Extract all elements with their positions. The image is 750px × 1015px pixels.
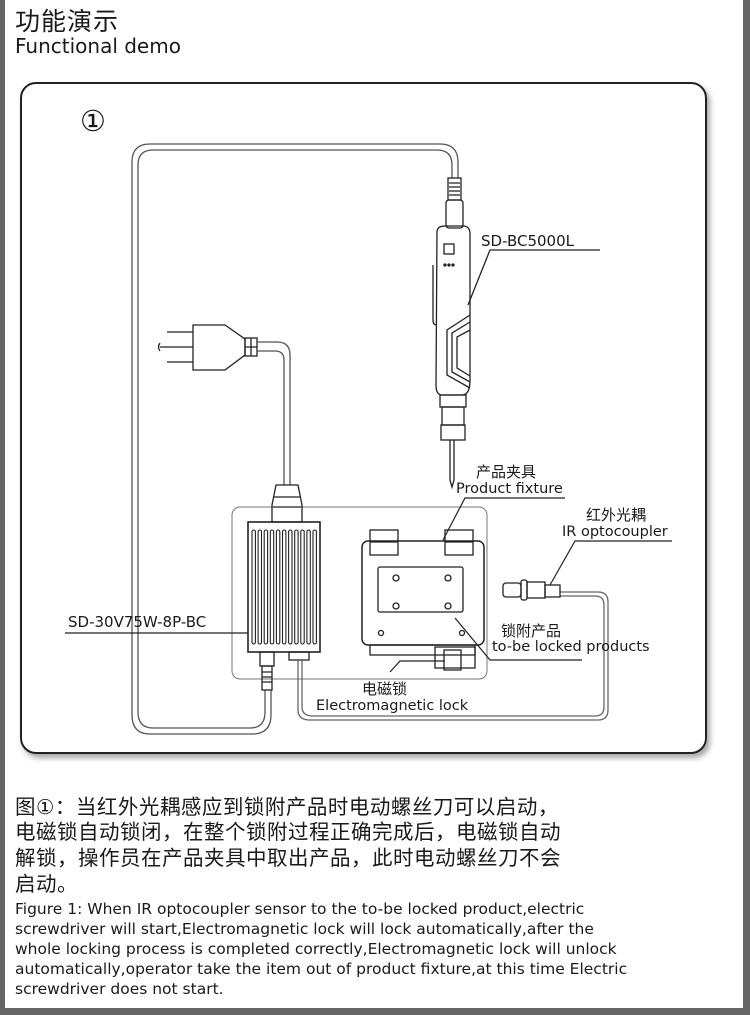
heatsink-fin [312, 529, 317, 645]
ir-optocoupler-icon [502, 579, 561, 601]
heatsink-fin [294, 529, 299, 645]
label-screwdriver-model: SD-BC5000L [481, 232, 574, 250]
label-power-supply-model: SD-30V75W-8P-BC [68, 613, 207, 631]
diagram-frame [20, 82, 707, 754]
caption-cn-line: 电磁锁自动锁闭，在整个锁附过程正确完成后，电磁锁自动 [15, 820, 561, 844]
electromagnetic-lock-icon [434, 646, 476, 671]
title-chinese: 功能演示 [15, 7, 120, 36]
product-fixture-icon [361, 529, 485, 656]
heatsink-fin [300, 529, 305, 645]
leader-lines [65, 497, 672, 673]
label-product-en: to-be locked products [492, 639, 650, 655]
label-ir-cn: 红外光耦 [586, 506, 647, 524]
title-english: Functional demo [15, 34, 181, 58]
heatsink-fin [281, 529, 287, 645]
label-lock-en: Electromagnetic lock [316, 698, 469, 714]
plug-cable [257, 341, 291, 485]
screwdriver-leader-line [467, 249, 600, 306]
base-panel [231, 506, 488, 680]
label-product-cn: 锁附产品 [501, 622, 562, 640]
label-fixture-cn: 产品夹具 [476, 463, 537, 481]
heatsink-fin [288, 529, 293, 645]
figure-number: ① [80, 104, 106, 138]
heatsink-fin [263, 529, 269, 645]
caption-en-line: screwdriver does not start. [15, 980, 224, 998]
ir-cable [297, 591, 609, 721]
caption-en-line: automatically,operator take the item out… [15, 960, 628, 978]
caption-cn-line: 解锁，操作员在产品夹具中取出产品，此时电动螺丝刀不会 [15, 846, 561, 870]
caption-en-line: screwdriver will start,Electromagnetic l… [15, 920, 594, 938]
caption-en-line: Figure 1: When IR optocoupler sensor to … [15, 900, 585, 918]
caption-cn-line: 启动。 [15, 872, 78, 896]
heatsink-fin [269, 529, 275, 645]
heatsink-fin [275, 529, 281, 645]
label-ir-en: IR optocoupler [562, 524, 668, 540]
power-plug-icon [157, 324, 258, 371]
label-fixture-en: Product fixture [456, 481, 563, 497]
screwdriver-cable [131, 143, 459, 735]
label-lock-cn: 电磁锁 [362, 680, 408, 698]
electric-screwdriver-icon [432, 177, 471, 490]
page [5, 0, 743, 1008]
caption-en-line: whole locking process is completed corre… [15, 940, 617, 958]
caption-cn-line: 图①：当红外光耦感应到锁附产品时电动螺丝刀可以启动， [15, 795, 559, 819]
heatsink-fin [251, 529, 256, 645]
heatsink-fin [257, 529, 263, 645]
power-supply-icon [247, 484, 321, 691]
heatsink-fin [306, 529, 311, 645]
